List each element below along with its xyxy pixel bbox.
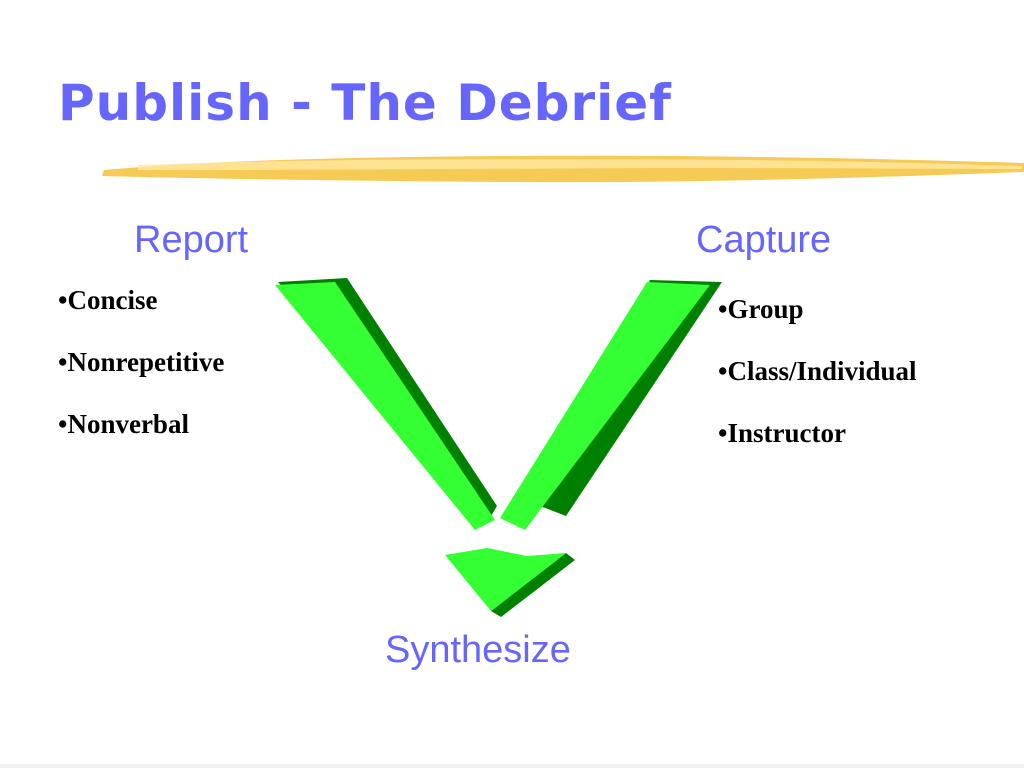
slide-title: Publish - The Debrief [58, 74, 672, 132]
arrow-face-right [500, 282, 710, 530]
title-underline [102, 155, 1024, 183]
report-list: •Concise •Nonrepetitive •Nonverbal [58, 285, 224, 471]
report-heading: Report [134, 219, 249, 261]
synthesize-heading: Synthesize [385, 629, 571, 671]
arrow-face-left [275, 282, 495, 530]
v-arrow-down-icon [275, 278, 722, 617]
list-item: •Nonverbal [58, 409, 189, 439]
list-item: •Concise [58, 285, 158, 315]
arrow-side-head [491, 553, 575, 617]
list-item: •Group [718, 294, 804, 324]
capture-heading: Capture [696, 219, 832, 261]
bottom-rule [0, 764, 1024, 768]
list-item: •Class/Individual [718, 356, 917, 386]
list-item: •Nonrepetitive [58, 347, 225, 377]
capture-list: •Group •Class/Individual •Instructor [718, 294, 917, 480]
list-item: •Instructor [718, 418, 846, 448]
arrow-face-head [445, 548, 566, 611]
arrow-side-right [535, 280, 722, 516]
underline-stroke-light [138, 159, 1022, 170]
